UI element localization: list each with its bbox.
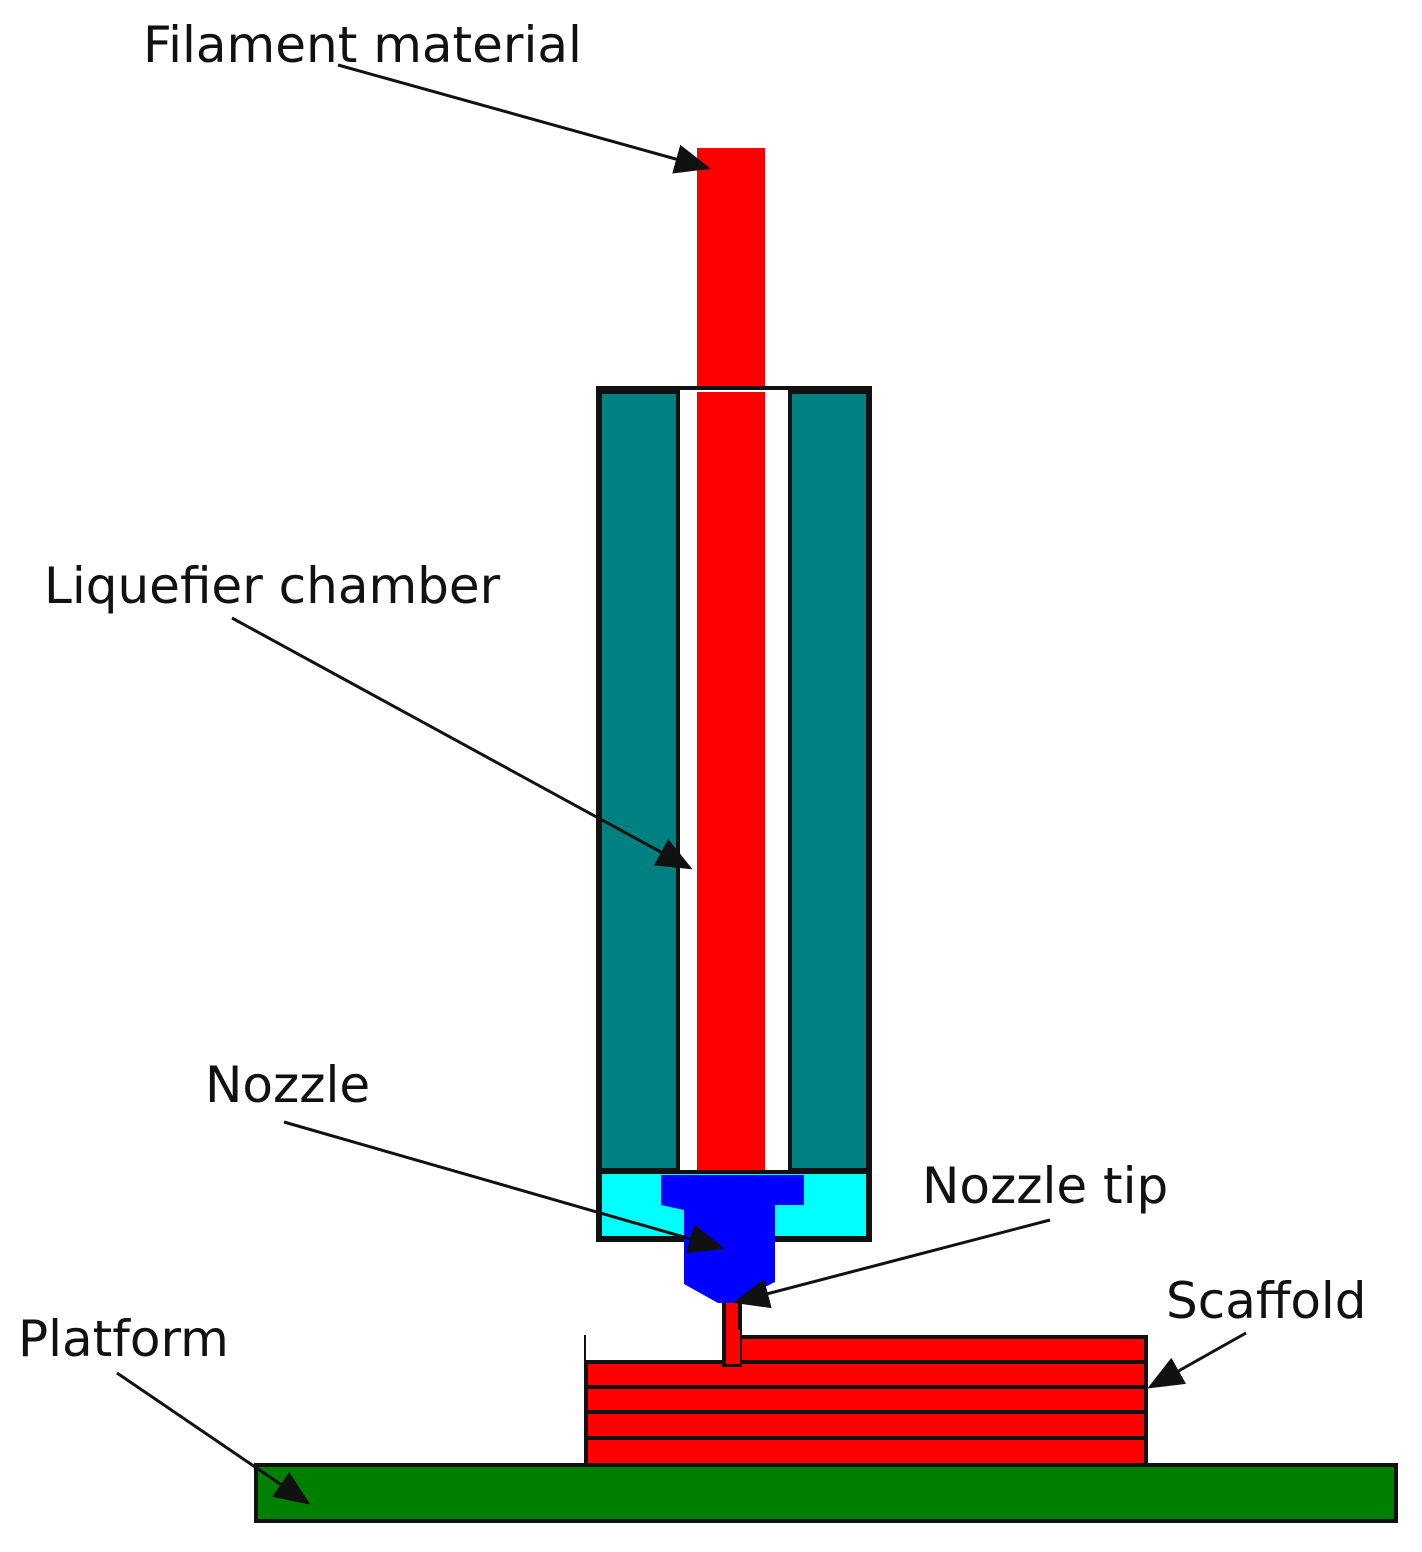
filament-leader (337, 63, 711, 174)
scaffold-layer (584, 1410, 1148, 1440)
liquefier-leader (231, 616, 693, 870)
label-nozzle: Nozzle (205, 1056, 370, 1114)
liquefier-chamber (596, 386, 872, 1242)
label-scaffold: Scaffold (1166, 1272, 1367, 1330)
scaffold-layer (584, 1436, 1148, 1467)
heater-left (598, 390, 680, 1172)
scaffold (584, 1333, 1148, 1467)
label-filament-material: Filament material (143, 16, 582, 74)
nozzle-leader (283, 1120, 725, 1254)
label-platform: Platform (18, 1310, 229, 1368)
scaffold-step-cover (586, 1333, 724, 1361)
filament-in-chamber (697, 392, 765, 1182)
platform-leader (116, 1371, 311, 1505)
heater-right (788, 390, 870, 1172)
label-nozzle-tip: Nozzle tip (922, 1157, 1168, 1215)
platform (254, 1463, 1398, 1523)
scaffold-layer (584, 1360, 1148, 1389)
nozzle (661, 1175, 804, 1303)
nozzle-tip-leader (733, 1218, 1051, 1309)
scaffold-leader (1147, 1331, 1247, 1389)
filament (697, 148, 765, 393)
label-liquefier-chamber: Liquefier chamber (44, 557, 501, 615)
scaffold-layer (584, 1385, 1148, 1414)
